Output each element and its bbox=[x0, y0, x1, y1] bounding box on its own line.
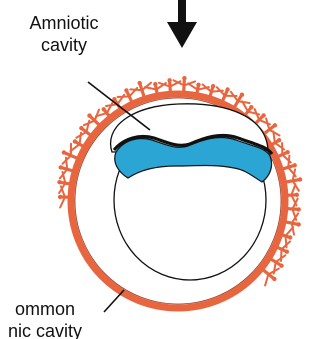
chorionic-cavity-label-line1: ommon bbox=[0, 298, 120, 320]
villus-branch bbox=[288, 156, 289, 168]
villus-tip bbox=[124, 88, 128, 92]
villus-tip bbox=[59, 165, 63, 169]
villus-branch bbox=[130, 89, 142, 90]
chorionic-cavity-label-line2: nic cavity bbox=[0, 320, 120, 339]
villus-tip bbox=[167, 78, 171, 82]
villus-tip bbox=[297, 222, 301, 226]
villus-tip bbox=[87, 113, 91, 117]
villus-tip bbox=[293, 163, 297, 167]
villus-tip bbox=[285, 150, 289, 154]
villus-tip bbox=[57, 180, 61, 184]
villus-tip bbox=[73, 139, 77, 143]
villus-tip bbox=[277, 138, 281, 142]
villus-branch bbox=[118, 97, 130, 98]
villus-branch bbox=[265, 274, 268, 285]
villus-tip bbox=[138, 81, 142, 85]
villus-tip bbox=[285, 250, 289, 254]
villus-tip bbox=[295, 193, 299, 197]
villus-branch bbox=[188, 83, 198, 89]
villus-tip bbox=[279, 264, 283, 268]
villus-tip bbox=[79, 126, 83, 130]
amniotic-cavity-label: Amniotic cavity bbox=[12, 12, 116, 56]
villus-tip bbox=[153, 82, 157, 86]
villus-tip bbox=[261, 113, 265, 117]
amniotic-cavity-label-line1: Amniotic bbox=[12, 12, 116, 34]
amniotic-cavity-label-line2: cavity bbox=[12, 34, 116, 56]
villus-tip bbox=[273, 123, 277, 127]
chorionic-cavity-label: ommon nic cavity bbox=[0, 298, 120, 339]
villus-tip bbox=[102, 107, 106, 111]
villus-tip bbox=[196, 83, 200, 87]
villus-tip bbox=[58, 195, 62, 199]
villus-branch bbox=[286, 227, 294, 236]
villus-tip bbox=[298, 177, 302, 181]
villus-tip bbox=[182, 76, 186, 80]
villus-tip bbox=[272, 277, 276, 281]
villus-tip bbox=[297, 207, 301, 211]
villus-tip bbox=[225, 87, 229, 91]
villus-tip bbox=[288, 235, 292, 239]
down-arrow-icon bbox=[167, 0, 197, 48]
villus-tip bbox=[211, 84, 215, 88]
villus-tip bbox=[240, 93, 244, 97]
villus-tip bbox=[249, 105, 253, 109]
villus-tip bbox=[62, 150, 66, 154]
